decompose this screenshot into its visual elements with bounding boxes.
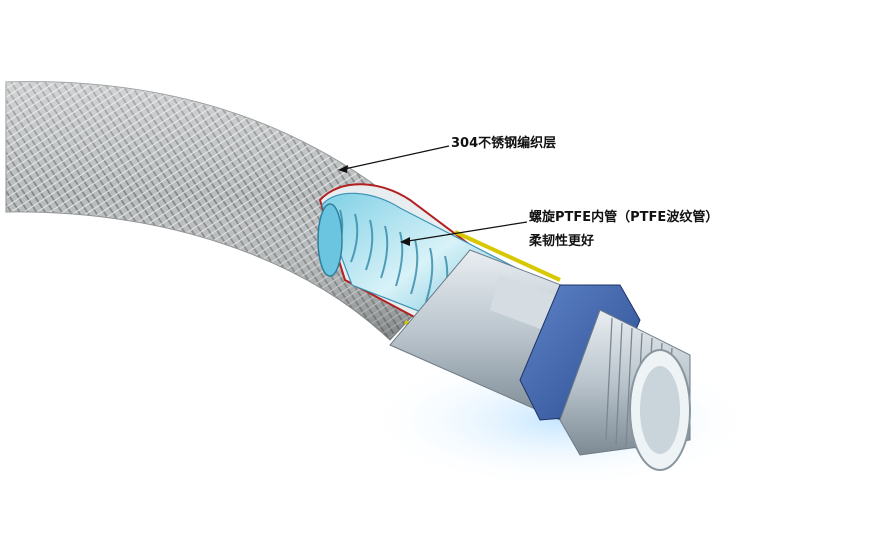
braid-callout-arrow: [338, 165, 348, 173]
braid-callout-line: [339, 145, 450, 171]
ptfe-callout-arrow: [400, 237, 410, 246]
braid-layer-label: 304不锈钢编织层: [451, 136, 557, 151]
ptfe-callout-line: [401, 221, 528, 243]
yellow-seal-top: [454, 230, 561, 282]
inner-tube-label: 螺旋PTFE内管（PTFE波纹管）: [529, 210, 719, 225]
flexibility-label: 柔韧性更好: [529, 234, 595, 249]
threaded-end: [559, 309, 691, 471]
